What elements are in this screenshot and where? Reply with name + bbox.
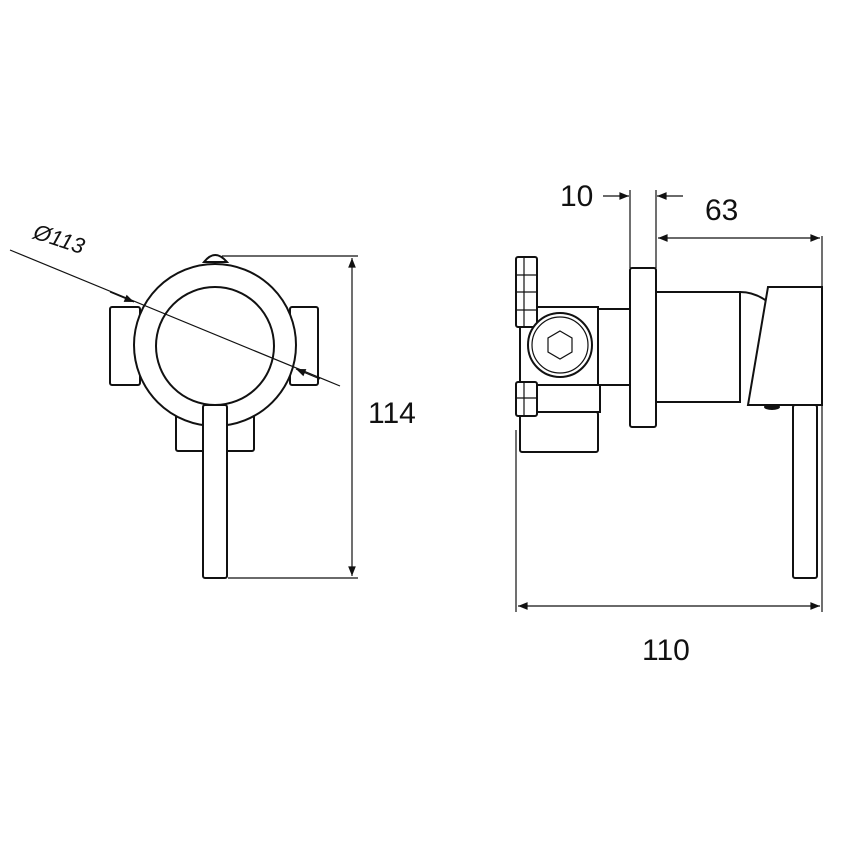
top-knob: [201, 254, 230, 263]
sleeve: [655, 291, 741, 403]
width-label: 110: [642, 634, 690, 667]
cartridge-port: [527, 312, 593, 378]
flange-label: 10: [560, 180, 593, 213]
depth-label: 63: [705, 194, 738, 227]
sleeve-taper: [739, 291, 769, 303]
neck: [597, 308, 631, 386]
handle-body: [746, 286, 823, 406]
cartridge-port-inner-ring: [531, 316, 589, 374]
diameter-label: Ø113: [30, 219, 89, 259]
lever: [202, 404, 228, 579]
side-lever: [792, 404, 818, 579]
hex-socket-icon: [547, 330, 573, 360]
diameter-arrow-right: [295, 368, 321, 380]
mount-bracket-bottom: [515, 381, 538, 417]
height-label: 114: [368, 397, 416, 430]
base-body: [519, 411, 599, 453]
diameter-leader: [9, 249, 341, 387]
flange: [629, 267, 657, 428]
handle-cap: [155, 286, 275, 406]
handle-screw: [764, 404, 780, 410]
diameter-arrow-left: [109, 291, 135, 303]
side-view: 10 63 110: [515, 180, 823, 667]
front-view: Ø113 114: [9, 219, 416, 579]
